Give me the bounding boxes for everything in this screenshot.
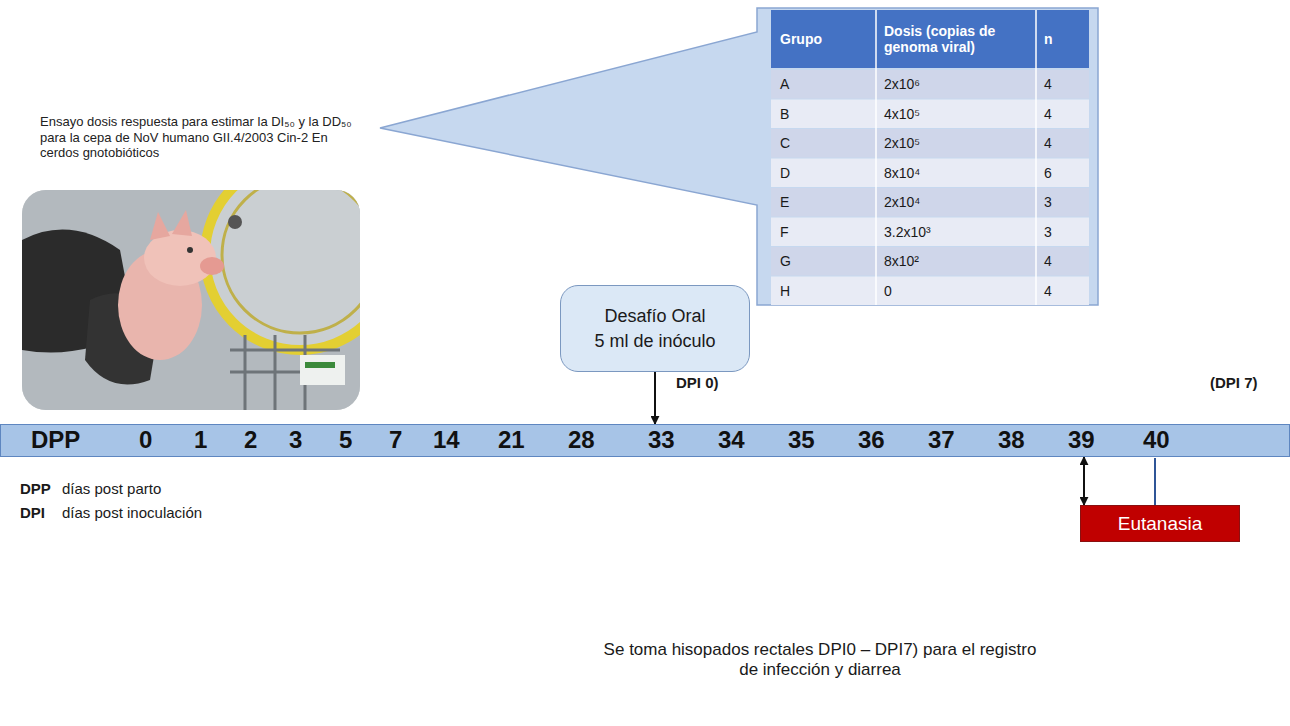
table-cell: 3	[1040, 188, 1086, 217]
challenge-box: Desafío Oral5 ml de inóculo	[560, 285, 750, 372]
day-number: 40	[1143, 425, 1170, 455]
table-cell: 4	[1040, 100, 1086, 129]
day-number: 28	[568, 425, 595, 455]
box-text: Eutanasia	[1118, 513, 1203, 535]
day-number: 2	[244, 425, 257, 455]
table-header: n	[1040, 10, 1086, 68]
day-number: 0	[139, 425, 152, 455]
day-number: 33	[648, 425, 675, 455]
table-cell: D	[776, 159, 872, 188]
abbreviation-meaning: días post inoculación	[62, 504, 202, 522]
day-number: 21	[498, 425, 525, 455]
table-cell: 4	[1040, 129, 1086, 158]
table-cell: 2x10⁵	[880, 129, 1032, 158]
day-number: 34	[718, 425, 745, 455]
abbreviation: DPP	[20, 480, 51, 498]
table-cell: 4x10⁵	[880, 100, 1032, 129]
day-number: 1	[194, 425, 207, 455]
day-number: 39	[1068, 425, 1095, 455]
note-text: Ensayo dosis respuesta para estimar la D…	[40, 114, 358, 161]
table-header: Dosis (copias de genoma viral)	[880, 10, 1032, 68]
day-number: 37	[928, 425, 955, 455]
table-header: Grupo	[776, 10, 872, 68]
table-cell: 8x10⁴	[880, 159, 1032, 188]
table-cell: F	[776, 218, 872, 247]
day-marker: DPI 0)	[676, 374, 719, 392]
table-cell: 6	[1040, 159, 1086, 188]
box-text: Desafío Oral	[604, 304, 705, 328]
box-text: 5 ml de inóculo	[594, 329, 715, 353]
table-rows	[771, 10, 1089, 305]
timeline-band: DPP0123571421283334353637383940	[0, 424, 1290, 457]
euthanasia-box: Eutanasia	[1080, 505, 1240, 542]
table-cell: C	[776, 129, 872, 158]
abbreviation-meaning: días post parto	[62, 480, 161, 498]
day-number: 7	[389, 425, 402, 455]
table-cell: 2x10⁴	[880, 188, 1032, 217]
table-cell: B	[776, 100, 872, 129]
table-cell: 8x10²	[880, 247, 1032, 276]
day-number: 38	[998, 425, 1025, 455]
day-number: 36	[858, 425, 885, 455]
day-number: DPP	[31, 425, 80, 455]
callout-pointer	[380, 8, 1098, 305]
abbreviation: DPI	[20, 504, 45, 522]
table-cell: G	[776, 247, 872, 276]
day-number: 14	[433, 425, 460, 455]
connector-arrow	[1083, 457, 1085, 505]
table-cell: 4	[1040, 277, 1086, 306]
day-number: 35	[788, 425, 815, 455]
day-number: 3	[289, 425, 302, 455]
sampling-note: Se toma hisopados rectales DPI0 – DPI7) …	[600, 640, 1040, 681]
day-marker: (DPI 7)	[1210, 374, 1258, 392]
table-cell: 3.2x10³	[880, 218, 1032, 247]
table-cell: 0	[880, 277, 1032, 306]
day-tick	[1154, 458, 1156, 505]
table-cell: 4	[1040, 247, 1086, 276]
table-cell: H	[776, 277, 872, 306]
table-cell: 4	[1040, 70, 1086, 99]
table-cell: E	[776, 188, 872, 217]
table-cell: 2x10⁶	[880, 70, 1032, 99]
table-header-band	[771, 10, 1089, 68]
table-cell: 3	[1040, 218, 1086, 247]
table-cell: A	[776, 70, 872, 99]
piglet-photo	[22, 190, 360, 410]
day-number: 5	[339, 425, 352, 455]
connector-arrow	[654, 372, 656, 424]
